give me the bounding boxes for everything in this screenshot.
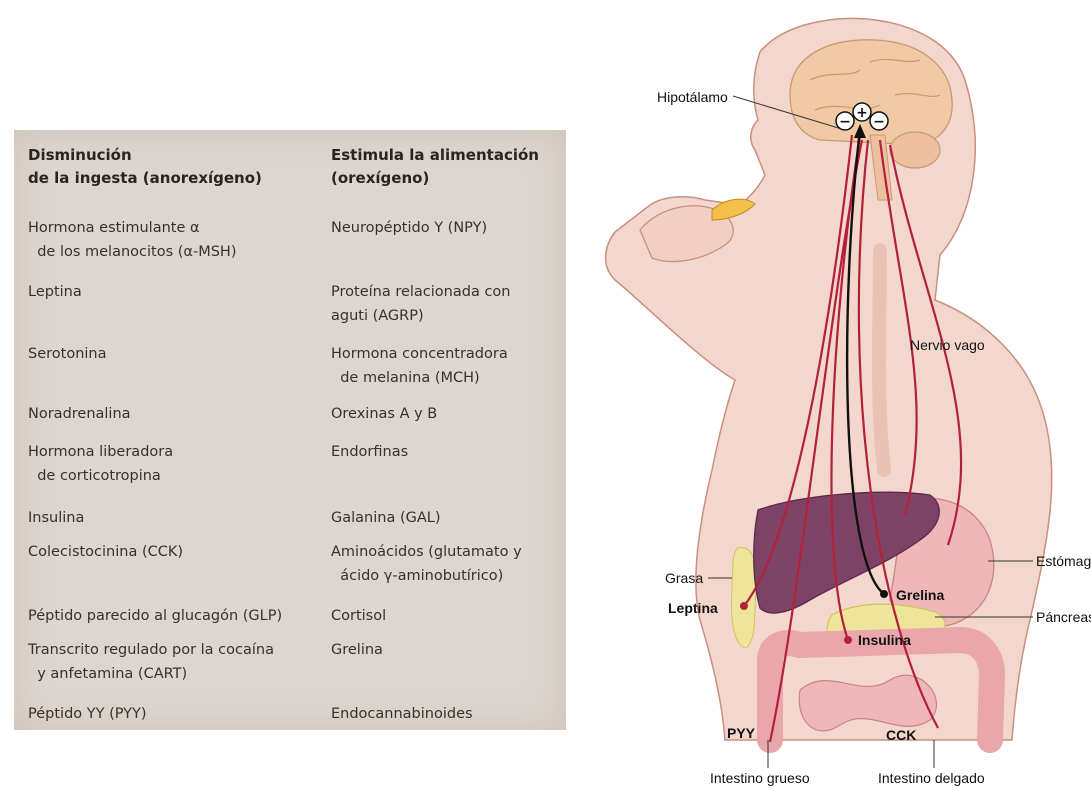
label-cck: CCK — [886, 727, 916, 743]
cell-anorexigeno: Insulina — [28, 506, 84, 530]
label-grasa: Grasa — [665, 570, 703, 586]
cerebellum — [890, 132, 940, 168]
header-orexigeno: Estimula la alimentación (orexígeno) — [331, 144, 539, 190]
cell-orexigeno: Grelina — [331, 638, 383, 662]
brain — [790, 40, 952, 145]
cell-orexigeno: Cortisol — [331, 604, 386, 628]
cell-orexigeno: Orexinas A y B — [331, 402, 437, 426]
header-anorexigeno: Disminución de la ingesta (anorexígeno) — [28, 144, 262, 190]
cell-orexigeno: Hormona concentradora de melanina (MCH) — [331, 342, 508, 390]
cell-anorexigeno: Péptido parecido al glucagón (GLP) — [28, 604, 282, 628]
cell-orexigeno: Endocannabinoides — [331, 702, 473, 726]
minus-sign: − — [839, 114, 851, 130]
cell-anorexigeno: Serotonina — [28, 342, 107, 366]
cell-anorexigeno: Noradrenalina — [28, 402, 131, 426]
minus-sign: − — [873, 114, 885, 130]
hormone-table: Disminución de la ingesta (anorexígeno) … — [14, 130, 566, 730]
cell-anorexigeno: Transcrito regulado por la cocaína y anf… — [28, 638, 274, 686]
fat-tissue — [732, 548, 757, 648]
label-intestino-grueso: Intestino grueso — [710, 770, 810, 786]
cell-orexigeno: Proteína relacionada con aguti (AGRP) — [331, 280, 510, 328]
cell-orexigeno: Endorfinas — [331, 440, 408, 464]
cell-orexigeno: Aminoácidos (glutamato y ácido γ-aminobu… — [331, 540, 522, 588]
dot-grelina — [880, 590, 888, 598]
plus-sign: + — [856, 105, 868, 121]
label-grelina: Grelina — [896, 587, 944, 603]
cell-orexigeno: Neuropéptido Y (NPY) — [331, 216, 487, 240]
cell-anorexigeno: Péptido YY (PYY) — [28, 702, 147, 726]
cell-orexigeno: Galanina (GAL) — [331, 506, 441, 530]
label-insulina: Insulina — [858, 632, 911, 648]
cell-anorexigeno: Colecistocinina (CCK) — [28, 540, 183, 564]
anatomy-illustration: − + − — [570, 0, 1091, 788]
label-estomago: Estómago — [1036, 553, 1091, 569]
label-pancreas: Páncreas — [1036, 609, 1091, 625]
cell-anorexigeno: Leptina — [28, 280, 82, 304]
cell-anorexigeno: Hormona liberadora de corticotropina — [28, 440, 173, 488]
dot-insulina — [844, 636, 852, 644]
label-intestino-delgado: Intestino delgado — [878, 770, 985, 786]
cell-anorexigeno: Hormona estimulante α de los melanocitos… — [28, 216, 236, 264]
label-hipotalamo: Hipotálamo — [657, 89, 728, 105]
esophagus — [879, 250, 884, 470]
dot-leptina — [740, 602, 748, 610]
label-leptina: Leptina — [668, 600, 718, 616]
label-pyy: PYY — [727, 725, 755, 741]
label-nervio-vago: Nervio vago — [910, 337, 985, 353]
